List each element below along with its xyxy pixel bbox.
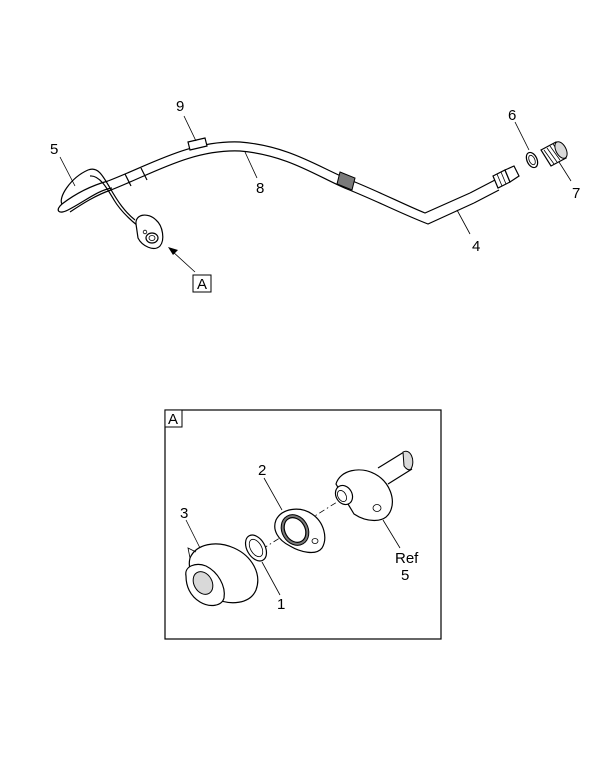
- view-marker-box: [192, 274, 212, 293]
- view-marker-label: A: [197, 276, 207, 293]
- detail-panel-label: A: [168, 411, 178, 428]
- gasket-2: [274, 508, 326, 554]
- tube-main: [107, 137, 475, 225]
- tube-fitting-right: [469, 165, 520, 204]
- cover-3: [185, 543, 259, 607]
- detail-panel-a: A: [164, 409, 442, 640]
- callout-6: 6: [508, 107, 516, 124]
- callout-1: 1: [277, 596, 285, 613]
- callout-3: 3: [180, 505, 188, 522]
- callout-ref-num: 5: [401, 567, 409, 584]
- view-arrow: A: [168, 247, 212, 293]
- callout-5: 5: [50, 141, 58, 158]
- callout-8: 8: [256, 180, 264, 197]
- flange-fitting: [135, 214, 164, 250]
- callout-9: 9: [176, 98, 184, 115]
- tube-bend-left: [57, 168, 139, 227]
- callout-ref-word: Ref: [395, 550, 419, 567]
- o-ring-6: [525, 151, 539, 169]
- callout-2: 2: [258, 462, 266, 479]
- o-ring-1: [244, 534, 268, 562]
- callout-4: 4: [472, 238, 480, 255]
- leaders-upper: [59, 115, 572, 235]
- hose-assembly: A 9 5 8 6 7 4: [50, 98, 580, 293]
- callout-7: 7: [572, 185, 580, 202]
- nut-7: [540, 141, 568, 167]
- leaders-detail: [185, 477, 401, 596]
- flange-ref-5: [334, 450, 414, 522]
- detail-panel-tag: [164, 409, 183, 428]
